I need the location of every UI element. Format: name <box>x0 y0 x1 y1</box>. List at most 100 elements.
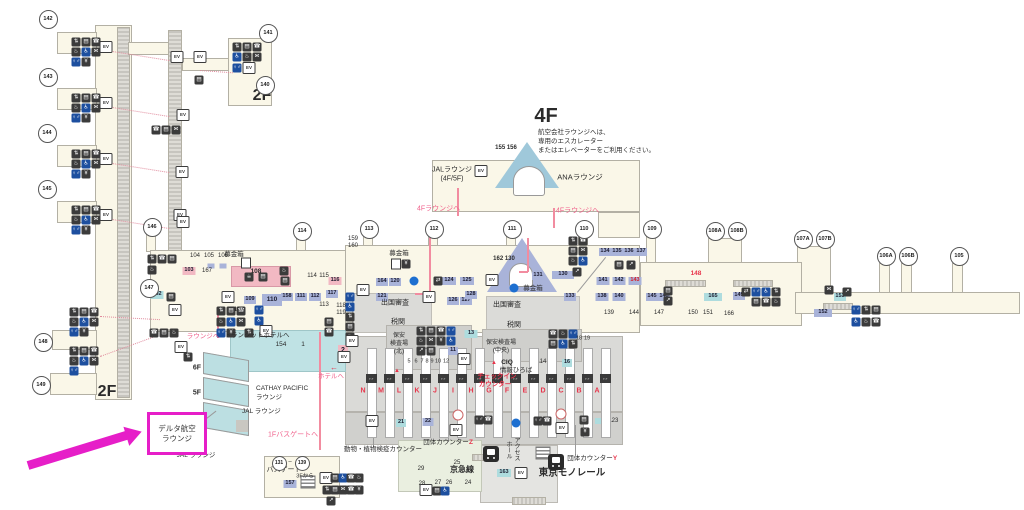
counter-staff-icon: ♀♂ <box>527 374 539 383</box>
pointer-line-quarantine <box>373 431 374 448</box>
smoking-icon: ♨ <box>568 256 578 266</box>
gate-146: 146 <box>142 217 162 237</box>
lockers-icon: ▤ <box>226 306 236 316</box>
escalator-fan <box>513 166 545 196</box>
route-4f-lounge-right <box>519 271 528 273</box>
map-label: 167 <box>201 268 213 274</box>
restroom-icon: ♀♂ <box>533 416 543 426</box>
mail-icon: ✉ <box>236 317 246 327</box>
lockers-icon: ▤ <box>751 297 761 307</box>
checkin-counter-row <box>403 348 413 438</box>
map-label: 147 <box>653 310 665 316</box>
restroom-icon: ♀♂ <box>216 328 226 338</box>
gate-stalk <box>879 263 890 295</box>
shop-number-140: 140 <box>612 293 626 301</box>
accessible-icon: ♿ <box>440 486 450 496</box>
map-label: 1Fバスゲートへ <box>268 431 319 439</box>
donation-box-icon <box>241 257 251 269</box>
track-hatch <box>512 497 546 505</box>
shop-number-158: 158 <box>281 293 293 301</box>
currency-exchange-icon: ¥ <box>81 169 91 179</box>
map-label: ホテルへ <box>318 372 344 380</box>
map-label: 団体カウンター <box>423 438 469 446</box>
gate-114: 114 <box>292 221 312 241</box>
gate-141: 141 <box>258 23 278 43</box>
restroom-icon: ♀♂ <box>568 329 578 339</box>
map-label: 155 156 <box>495 145 517 151</box>
elevator-icon: EV <box>242 62 256 74</box>
elevator-icon: EV <box>176 109 190 121</box>
checkin-counter-row <box>493 348 503 438</box>
elevator-icon: EV <box>485 274 499 286</box>
lockers-icon: ▤ <box>330 485 340 495</box>
shop-number-2: 2 <box>338 345 348 355</box>
shop-number-134: 134 <box>599 248 611 256</box>
shop-number-145: 145 <box>646 293 658 301</box>
restroom-icon: ♀♂ <box>751 287 761 297</box>
map-label: 保安検査場 <box>485 340 517 346</box>
elevator-icon: EV <box>337 351 351 363</box>
map-label: 108 <box>250 267 262 275</box>
phone-icon: ☎ <box>157 254 167 264</box>
elevator-icon: EV <box>422 291 436 303</box>
map-label: 160 <box>347 243 359 249</box>
map-label: 出国審査 <box>493 301 521 309</box>
shop-number-141: 141 <box>596 277 610 285</box>
gate-107B: 107B <box>815 229 835 249</box>
shop-number-125: 125 <box>460 277 474 285</box>
elevator-icon: EV <box>514 467 528 479</box>
counter-staff-icon: ♀♂ <box>599 374 611 383</box>
shop-number-136: 136 <box>623 248 635 256</box>
mail-icon: ✉ <box>89 356 99 366</box>
gate-106B: 106B <box>898 246 918 266</box>
shop-number-127: 127 <box>460 297 472 305</box>
map-label: JALラウンジ <box>431 166 473 174</box>
shop-number-120: 120 <box>389 278 401 286</box>
elevator-icon: EV <box>99 41 113 53</box>
map-label: 113 <box>319 302 329 308</box>
mail-icon: ✉ <box>338 485 348 495</box>
gate-113: 113 <box>359 219 379 239</box>
map-label: 京急線 <box>450 465 474 474</box>
marker-chip <box>219 263 227 269</box>
checkin-counter-row <box>547 348 557 438</box>
route-4f-lounge-right <box>553 208 555 228</box>
map-label: 3Fから <box>296 473 314 480</box>
shop-number-112: 112 <box>309 293 321 301</box>
lockers-icon: ▤ <box>280 276 290 286</box>
keikyu-area <box>398 440 482 492</box>
restroom-icon: ♀♂ <box>446 326 456 336</box>
map-label: 29 <box>417 466 425 472</box>
mail-icon: ✉ <box>89 317 99 327</box>
checkin-counter-row <box>511 348 521 438</box>
counter-staff-icon: ♀♂ <box>473 374 485 383</box>
accessible-icon: ♿ <box>81 103 91 113</box>
moving-walkway <box>665 280 706 287</box>
smoking-icon: ♨ <box>279 266 289 276</box>
checkin-row-letter: H <box>468 387 474 395</box>
lockers-icon: ▤ <box>242 42 252 52</box>
counter-staff-icon: ♀♂ <box>437 374 449 383</box>
map-label: 情報ひろば <box>499 366 533 374</box>
restroom-icon: ♀♂ <box>232 63 242 73</box>
checkin-counter-row <box>421 348 431 438</box>
restroom-icon: ♀♂ <box>71 113 81 123</box>
checkin-counter-row <box>583 348 593 438</box>
elevator-icon: EV <box>555 422 569 434</box>
shop-number-157: 157 <box>283 480 297 488</box>
stairs-icon: ↗ <box>626 260 636 270</box>
clock-icon <box>452 409 464 421</box>
train-icon <box>548 454 564 470</box>
map-label: ラウンジ <box>256 393 282 401</box>
map-label: トランジットホテルへ <box>224 331 290 339</box>
map-label: 104 <box>189 253 201 259</box>
gate-110: 110 <box>574 219 594 239</box>
stairs-icon: ↗ <box>416 346 426 356</box>
map-label: 166 <box>723 311 735 317</box>
elevator-icon: EV <box>99 153 113 165</box>
phone-icon: ☎ <box>578 236 588 246</box>
counter-staff-icon: ♀♂ <box>545 374 557 383</box>
gate-stalk <box>952 263 963 295</box>
restroom-icon: ♀♂ <box>851 305 861 315</box>
smoking-icon: ♨ <box>558 329 568 339</box>
